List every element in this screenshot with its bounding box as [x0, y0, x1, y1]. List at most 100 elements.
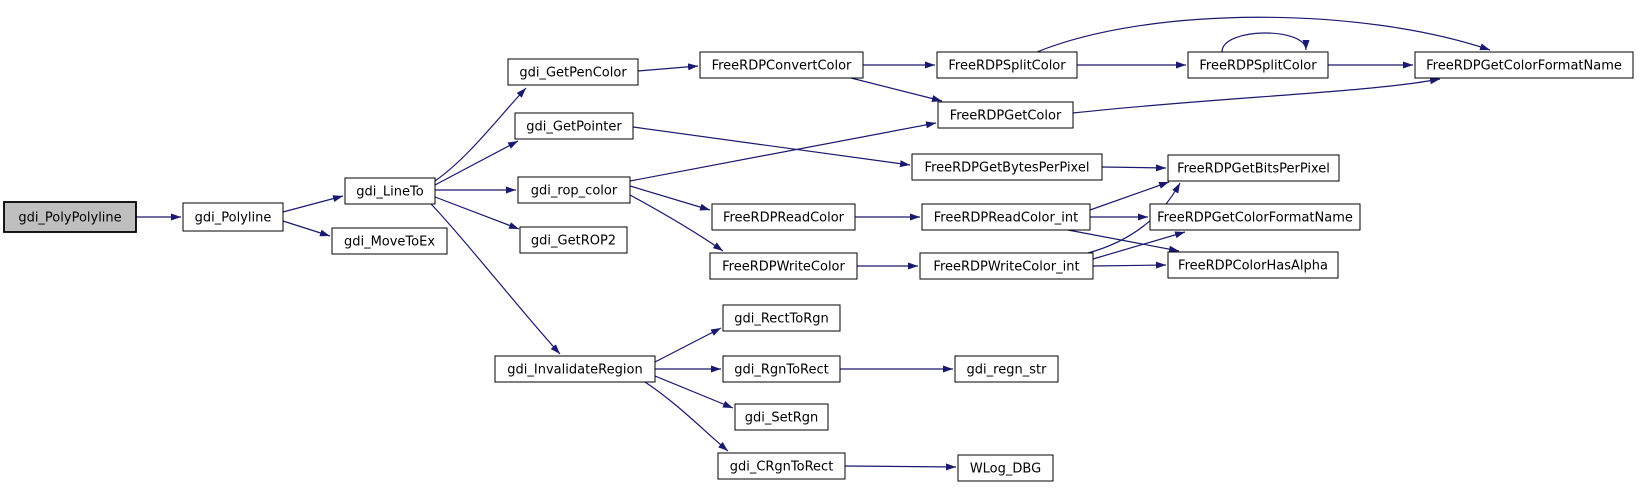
node-wlog-dbg-label: WLog_DBG [970, 462, 1041, 477]
edge-lineto-to-invalidateregion [430, 203, 561, 355]
node-polyline[interactable]: gdi_Polyline [182, 202, 284, 232]
edge-lineto-to-getpencolor [434, 87, 527, 182]
node-colorformatname-1[interactable]: FreeRDPGetColorFormatName [1414, 51, 1634, 79]
node-getpointer-label: gdi_GetPointer [526, 120, 622, 135]
node-colorformatname-2[interactable]: FreeRDPGetColorFormatName [1149, 203, 1361, 231]
node-colorformatname-2-label: FreeRDPGetColorFormatName [1157, 211, 1353, 226]
node-crgntorect[interactable]: gdi_CRgnToRect [717, 452, 846, 480]
node-wlog-dbg[interactable]: WLog_DBG [957, 454, 1054, 482]
node-recttorgn[interactable]: gdi_RectToRgn [722, 304, 841, 332]
node-movetoex[interactable]: gdi_MoveToEx [331, 227, 448, 255]
node-invalidateregion-box[interactable] [494, 355, 656, 383]
node-writecolor-int[interactable]: FreeRDPWriteColor_int [919, 252, 1094, 280]
edge-writecolor-int-to-colorformatname-2 [1092, 231, 1186, 260]
node-getpencolor-label: gdi_GetPenColor [519, 66, 627, 81]
node-setrgn[interactable]: gdi_SetRgn [734, 403, 829, 431]
node-getcolor-box[interactable] [937, 101, 1074, 129]
node-convertcolor-box[interactable] [699, 51, 864, 79]
node-readcolor-int-label: FreeRDPReadColor_int [934, 211, 1079, 226]
edge-invalidateregion-to-crgntorect [644, 381, 729, 452]
node-crgntorect-box[interactable] [717, 452, 846, 480]
node-lineto-box[interactable] [344, 177, 436, 205]
node-bytesperpixel-box[interactable] [911, 153, 1103, 181]
edge-getcolor-to-colorformatname-1 [1072, 77, 1441, 114]
edges-layer [136, 16, 1491, 471]
node-poly-polyline-label: gdi_PolyPolyline [18, 211, 121, 226]
node-bytesperpixel-label: FreeRDPGetBytesPerPixel [925, 161, 1090, 176]
node-bitsperpixel[interactable]: FreeRDPGetBitsPerPixel [1167, 154, 1340, 182]
node-bitsperpixel-box[interactable] [1167, 154, 1340, 182]
node-colorhasalpha-box[interactable] [1167, 251, 1339, 279]
node-readcolor-box[interactable] [711, 203, 856, 231]
node-regn-str[interactable]: gdi_regn_str [954, 355, 1059, 383]
node-wlog-dbg-box[interactable] [957, 454, 1054, 482]
node-colorformatname-1-box[interactable] [1414, 51, 1634, 79]
node-getcolor[interactable]: FreeRDPGetColor [937, 101, 1074, 129]
edge-invalidateregion-to-recttorgn [654, 327, 722, 363]
node-getpointer[interactable]: gdi_GetPointer [514, 112, 634, 140]
edge-crgntorect-to-wlog-dbg [844, 463, 957, 471]
node-regn-str-box[interactable] [954, 355, 1059, 383]
node-poly-polyline-box [3, 201, 137, 233]
edge-getpointer-to-bytesperpixel [632, 126, 911, 168]
node-polyline-box[interactable] [182, 202, 284, 232]
node-splitcolor-2-box[interactable] [1187, 51, 1329, 79]
node-invalidateregion[interactable]: gdi_InvalidateRegion [494, 355, 656, 383]
node-convertcolor[interactable]: FreeRDPConvertColor [699, 51, 864, 79]
edge-bytesperpixel-to-bitsperpixel [1101, 164, 1167, 172]
node-lineto[interactable]: gdi_LineTo [344, 177, 436, 205]
node-getcolor-label: FreeRDPGetColor [950, 109, 1062, 124]
node-polyline-label: gdi_Polyline [195, 211, 272, 226]
node-rop-color[interactable]: gdi_rop_color [517, 176, 631, 204]
node-rgntorect[interactable]: gdi_RgnToRect [722, 355, 841, 383]
node-splitcolor-1-box[interactable] [936, 51, 1078, 79]
node-splitcolor-2[interactable]: FreeRDPSplitColor [1187, 51, 1329, 79]
node-poly-polyline: gdi_PolyPolyline [3, 201, 137, 233]
node-writecolor-box[interactable] [709, 252, 858, 280]
edge-polyline-to-movetoex [282, 220, 331, 237]
node-invalidateregion-label: gdi_InvalidateRegion [507, 363, 642, 378]
edge-splitcolor-2-self-loop [1221, 32, 1310, 53]
node-setrgn-box[interactable] [734, 403, 829, 431]
node-splitcolor-2-label: FreeRDPSplitColor [1199, 59, 1317, 74]
node-getrop2-box[interactable] [519, 226, 628, 254]
node-getpointer-box[interactable] [514, 112, 634, 140]
node-crgntorect-label: gdi_CRgnToRect [730, 460, 834, 475]
node-readcolor[interactable]: FreeRDPReadColor [711, 203, 856, 231]
node-writecolor-int-label: FreeRDPWriteColor_int [933, 260, 1079, 275]
edge-rop-color-to-readcolor [629, 185, 711, 211]
edge-readcolor-int-to-colorhasalpha [1067, 229, 1180, 253]
node-movetoex-box[interactable] [331, 227, 448, 255]
edge-lineto-to-getrop2 [434, 196, 520, 230]
edge-getpencolor-to-convertcolor [637, 63, 699, 72]
node-readcolor-int[interactable]: FreeRDPReadColor_int [921, 203, 1091, 231]
node-recttorgn-box[interactable] [722, 304, 841, 332]
node-writecolor-int-box[interactable] [919, 252, 1094, 280]
node-convertcolor-label: FreeRDPConvertColor [712, 59, 852, 74]
node-readcolor-int-box[interactable] [921, 203, 1091, 231]
node-regn-str-label: gdi_regn_str [967, 363, 1048, 378]
node-rgntorect-label: gdi_RgnToRect [734, 363, 829, 378]
node-colorhasalpha[interactable]: FreeRDPColorHasAlpha [1167, 251, 1339, 279]
edge-convertcolor-to-getcolor [850, 77, 943, 102]
node-getpencolor-box[interactable] [507, 58, 639, 86]
node-colorhasalpha-label: FreeRDPColorHasAlpha [1178, 259, 1328, 274]
node-bytesperpixel[interactable]: FreeRDPGetBytesPerPixel [911, 153, 1103, 181]
node-rop-color-label: gdi_rop_color [531, 184, 618, 199]
node-writecolor[interactable]: FreeRDPWriteColor [709, 252, 858, 280]
node-getpencolor[interactable]: gdi_GetPenColor [507, 58, 639, 86]
node-getrop2[interactable]: gdi_GetROP2 [519, 226, 628, 254]
edge-rop-color-to-getcolor [629, 121, 937, 182]
node-rgntorect-box[interactable] [722, 355, 841, 383]
node-rop-color-box[interactable] [517, 176, 631, 204]
node-colorformatname-1-label: FreeRDPGetColorFormatName [1426, 59, 1622, 74]
node-colorformatname-2-box[interactable] [1149, 203, 1361, 231]
node-bitsperpixel-label: FreeRDPGetBitsPerPixel [1177, 162, 1330, 177]
node-splitcolor-1-label: FreeRDPSplitColor [948, 59, 1066, 74]
edge-writecolor-int-to-bitsperpixel [1087, 182, 1181, 254]
edge-polyline-to-lineto [282, 195, 344, 213]
node-splitcolor-1[interactable]: FreeRDPSplitColor [936, 51, 1078, 79]
